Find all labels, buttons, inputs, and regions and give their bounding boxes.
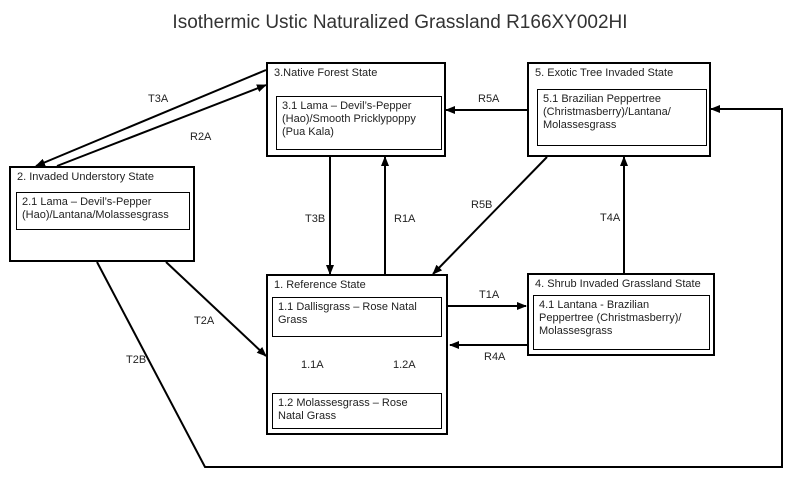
- label-r4a: R4A: [484, 351, 506, 363]
- state-2-invaded-understory: 2. Invaded Understory State 2.1 Lama – D…: [9, 166, 195, 262]
- state-2-title: 2. Invaded Understory State: [17, 171, 154, 183]
- arrow-r2a: [56, 84, 267, 167]
- phase-5-1: 5.1 Brazilian Peppertree (Christmasberry…: [537, 89, 707, 146]
- diagram-title: Isothermic Ustic Naturalized Grassland R…: [172, 12, 628, 33]
- state-3-title: 3.Native Forest State: [274, 67, 378, 79]
- arrow-r5b: [432, 156, 548, 275]
- label-r1a: R1A: [394, 213, 416, 225]
- state-5-exotic-tree-invaded: 5. Exotic Tree Invaded State 5.1 Brazili…: [527, 62, 711, 157]
- label-t2b: T2B: [126, 354, 147, 366]
- label-r5a: R5A: [478, 93, 500, 105]
- label-t1a: T1A: [479, 289, 500, 301]
- state-3-native-forest: 3.Native Forest State 3.1 Lama – Devil’s…: [266, 62, 446, 157]
- arrow-t3a: [35, 69, 267, 167]
- phase-1-1: 1.1 Dallisgrass – Rose Natal Grass: [272, 297, 442, 337]
- label-p11a: 1.1A: [301, 359, 324, 371]
- arrow-t2b: [96, 105, 783, 468]
- state-4-title: 4. Shrub Invaded Grassland State: [535, 278, 701, 290]
- state-1-title: 1. Reference State: [274, 279, 366, 291]
- arrow-t2a: [165, 261, 267, 357]
- state-1-reference: 1. Reference State 1.1 Dallisgrass – Ros…: [266, 274, 448, 435]
- label-p12a: 1.2A: [393, 359, 416, 371]
- label-r2a: R2A: [190, 131, 212, 143]
- label-r5b: R5B: [471, 199, 493, 211]
- label-t3a: T3A: [148, 93, 169, 105]
- phase-4-1: 4.1 Lantana - Brazilian Peppertree (Chri…: [533, 295, 710, 350]
- state-5-title: 5. Exotic Tree Invaded State: [535, 67, 674, 79]
- phase-2-1: 2.1 Lama – Devil’s-Pepper (Hao)/Lantana/…: [16, 192, 190, 230]
- phase-1-2: 1.2 Molassesgrass – Rose Natal Grass: [272, 393, 442, 429]
- phase-3-1: 3.1 Lama – Devil’s-Pepper (Hao)/Smooth P…: [276, 96, 442, 150]
- label-t4a: T4A: [600, 212, 621, 224]
- label-t2a: T2A: [194, 315, 215, 327]
- state-4-shrub-invaded-grassland: 4. Shrub Invaded Grassland State 4.1 Lan…: [527, 273, 715, 356]
- label-t3b: T3B: [305, 213, 326, 225]
